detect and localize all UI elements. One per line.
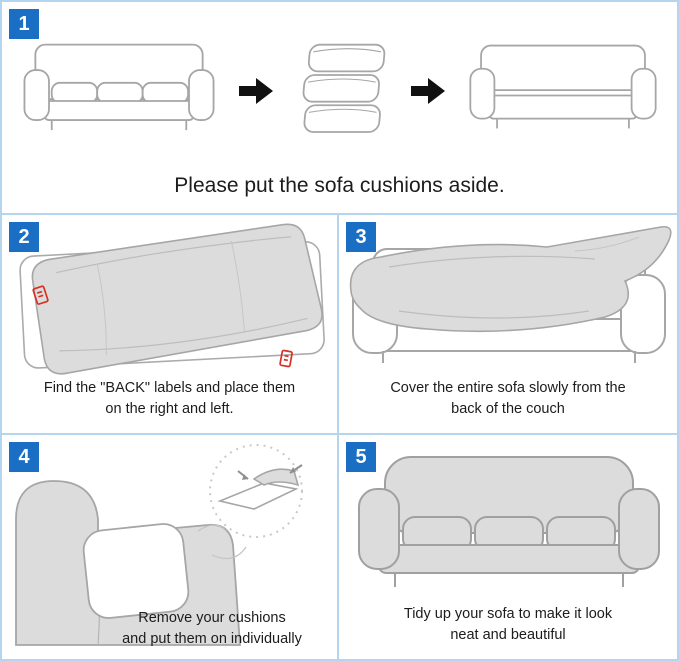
- sofa-with-cushions-illustration: [23, 43, 214, 131]
- cushion-stack-illustration: [302, 43, 385, 133]
- step-4-badge: 4: [9, 442, 39, 472]
- finished-sofa-illustration: [358, 456, 660, 587]
- step-1-illustrations: [2, 2, 677, 166]
- step-2-panel: 2: [2, 215, 339, 435]
- step-5-badge: 5: [346, 442, 376, 472]
- step-2-caption: Find the "BACK" labels and place them on…: [43, 380, 296, 417]
- step-3-caption: Cover the entire sofa slowly from the ba…: [390, 380, 626, 417]
- step-5-panel: 5 Tidy up your sofa to make it look neat…: [339, 435, 677, 659]
- step-1-caption: Please put the sofa cushions aside.: [174, 174, 505, 197]
- sofa-without-cushions-illustration: [468, 44, 657, 129]
- step-1-panel: 1: [2, 2, 677, 215]
- step-2-badge: 2: [9, 222, 39, 252]
- cover-drape-illustration: [349, 225, 672, 363]
- arrow-right-icon: [238, 78, 273, 104]
- step-1-badge: 1: [9, 9, 39, 39]
- step-3-badge: 3: [346, 222, 376, 252]
- step-5-caption: Tidy up your sofa to make it look neat a…: [403, 606, 613, 643]
- step-4-panel: 4 Remove your cushions and put them on i…: [2, 435, 339, 659]
- arrow-right-icon: [410, 78, 445, 104]
- step-4-caption: Remove your cushions and put them on ind…: [122, 610, 302, 647]
- cushion-insert-illustration: [15, 444, 303, 646]
- cover-back-labels-illustration: [19, 223, 325, 375]
- step-3-panel: 3 Cover the entire sofa slowly from the …: [339, 215, 677, 435]
